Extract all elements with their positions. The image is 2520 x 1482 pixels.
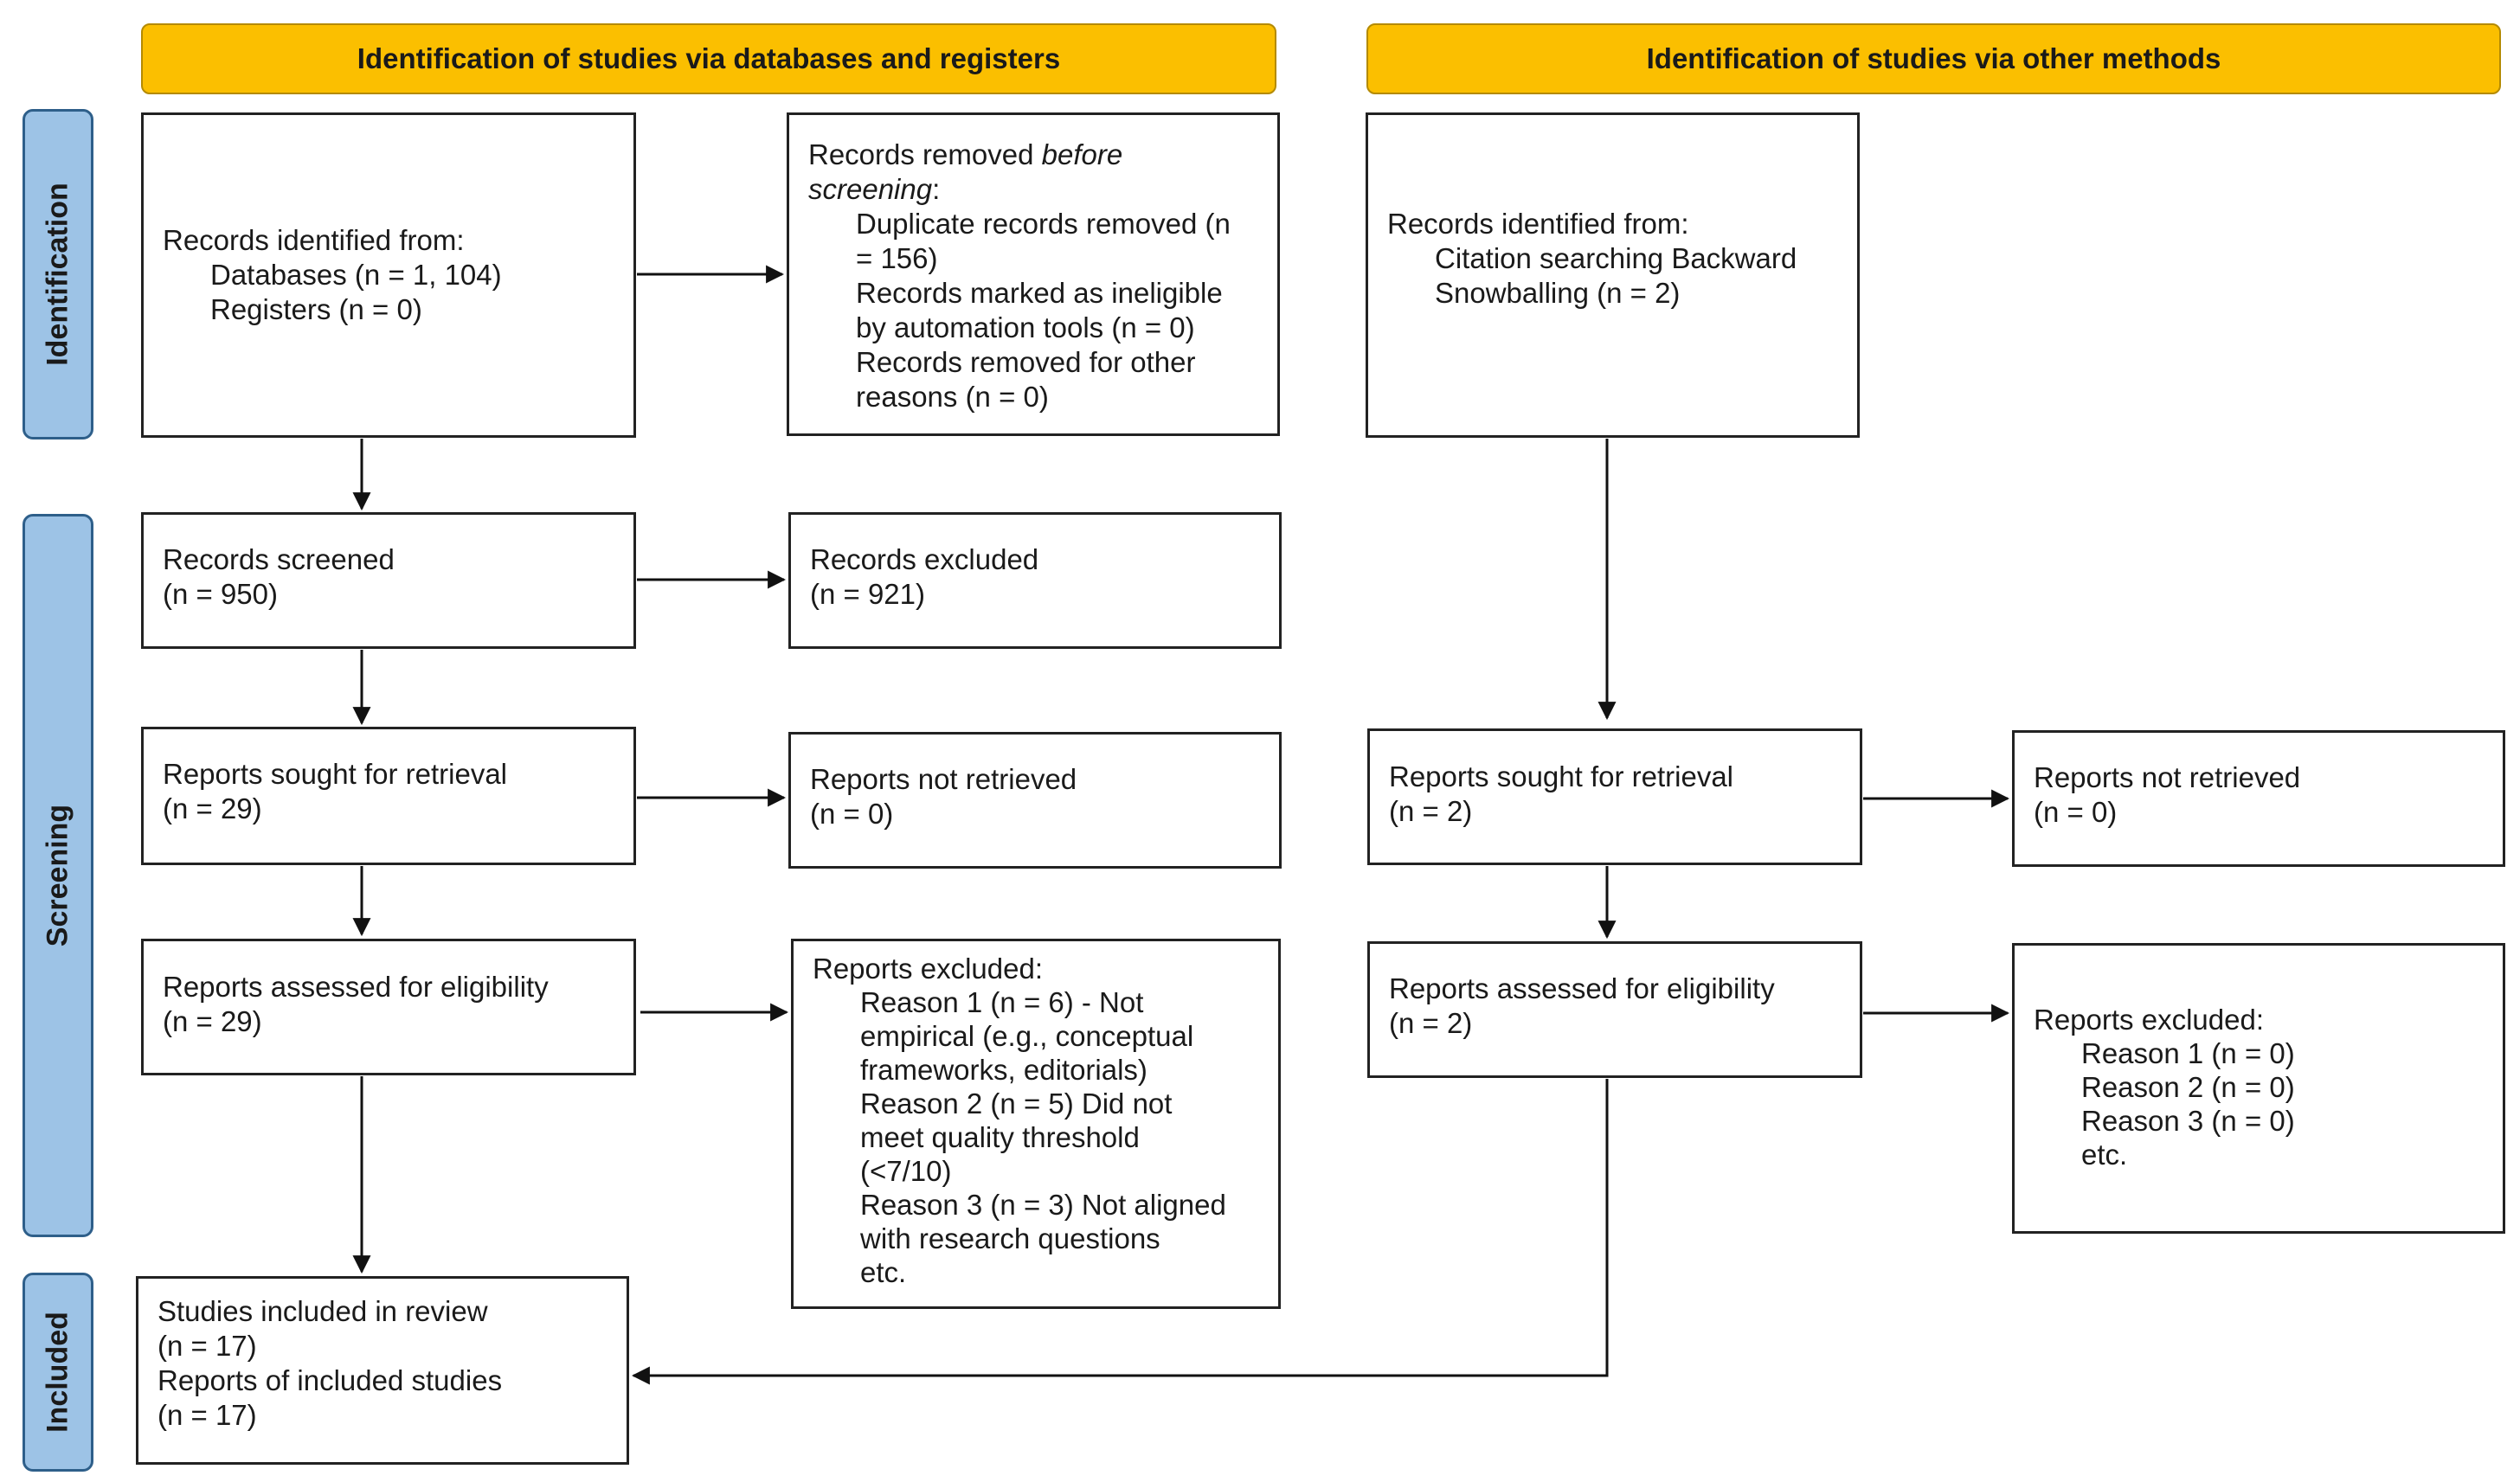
db-sought-title: Reports sought for retrieval [163,758,508,790]
other-reports-sought-box: Reports sought for retrieval (n = 2) [1367,728,1862,865]
db-identified-title: Records identified from: [163,224,465,256]
db-reports-excluded-line: Reason 2 (n = 5) Did not [860,1087,1173,1120]
included-line: (n = 17) [158,1330,257,1362]
db-not-retrieved-title: Reports not retrieved [810,763,1077,795]
other-identified-line: Snowballing (n = 2) [1435,277,1681,309]
db-reports-excluded-line: Reason 3 (n = 3) Not aligned [860,1189,1226,1221]
other-sought-title: Reports sought for retrieval [1389,760,1734,792]
other-assessed-title: Reports assessed for eligibility [1389,972,1775,1004]
db-reports-excluded-line: meet quality threshold [860,1121,1140,1153]
phase-screening: Screening [22,514,93,1237]
db-removed-line: by automation tools (n = 0) [856,311,1195,343]
db-reports-excluded-line: empirical (e.g., conceptual [860,1020,1194,1052]
db-removed-line: Records removed for other [856,346,1196,378]
db-removed-line: Duplicate records removed (n [856,208,1231,240]
db-removed-title-line2: screening: [808,172,1258,207]
arrow-other-assessed-to-included [631,1079,1609,1385]
db-records-screened-box: Records screened (n = 950) [141,512,636,649]
phase-included: Included [22,1273,93,1472]
other-identified-title: Records identified from: [1387,208,1689,240]
included-studies-box: Studies included in review (n = 17) Repo… [136,1276,629,1465]
other-records-identified-box: Records identified from: Citation search… [1366,112,1860,438]
db-removed-title: Records removed before [808,138,1258,172]
included-line: Reports of included studies [158,1364,503,1396]
db-reports-not-retrieved-box: Reports not retrieved (n = 0) [788,732,1282,869]
db-removed-title-d: : [932,173,941,205]
db-reports-sought-box: Reports sought for retrieval (n = 29) [141,727,636,865]
db-identified-line: Databases (n = 1, 104) [210,259,502,291]
db-reports-excluded-line: Reason 1 (n = 6) - Not [860,986,1144,1018]
included-line: (n = 17) [158,1399,257,1431]
db-identified-line: Registers (n = 0) [210,293,422,325]
header-databases-registers: Identification of studies via databases … [141,23,1276,94]
db-removed-line: Records marked as ineligible [856,277,1223,309]
db-removed-line: reasons (n = 0) [856,381,1049,413]
included-line: Studies included in review [158,1295,488,1327]
db-sought-n: (n = 29) [163,792,262,824]
db-reports-excluded-line: frameworks, editorials) [860,1054,1148,1086]
db-removed-title-b: before [1041,138,1123,170]
db-records-removed-box: Records removed before screening: Duplic… [787,112,1280,436]
other-sought-n: (n = 2) [1389,795,1473,827]
db-excluded-title: Records excluded [810,543,1039,575]
other-reports-excluded-line: Reason 1 (n = 0) [2081,1037,2295,1069]
db-reports-excluded-title: Reports excluded: [813,953,1043,985]
other-identified-line: Citation searching Backward [1435,242,1797,274]
db-reports-excluded-box: Reports excluded: Reason 1 (n = 6) - Not… [791,939,1281,1309]
other-assessed-n: (n = 2) [1389,1007,1473,1039]
other-not-retrieved-n: (n = 0) [2034,796,2118,828]
other-reports-excluded-title: Reports excluded: [2034,1004,2264,1036]
other-not-retrieved-title: Reports not retrieved [2034,761,2301,793]
other-reports-excluded-line: Reason 2 (n = 0) [2081,1071,2295,1103]
db-records-excluded-box: Records excluded (n = 921) [788,512,1282,649]
db-assessed-title: Reports assessed for eligibility [163,971,549,1003]
db-excluded-n: (n = 921) [810,578,925,610]
db-reports-excluded-line: (<7/10) [860,1155,952,1187]
other-reports-assessed-box: Reports assessed for eligibility (n = 2) [1367,941,1862,1078]
db-reports-excluded-line: etc. [860,1256,907,1288]
db-removed-line: = 156) [856,242,938,274]
other-reports-excluded-line: Reason 3 (n = 0) [2081,1105,2295,1137]
other-reports-excluded-line: etc. [2081,1139,2128,1171]
db-assessed-n: (n = 29) [163,1005,262,1037]
other-reports-excluded-box: Reports excluded: Reason 1 (n = 0) Reaso… [2012,943,2505,1234]
phase-identification: Identification [22,109,93,439]
db-removed-title-a: Records removed [808,138,1042,170]
header-other-methods: Identification of studies via other meth… [1366,23,2501,94]
db-screened-n: (n = 950) [163,578,278,610]
db-reports-excluded-line: with research questions [860,1222,1160,1254]
db-reports-assessed-box: Reports assessed for eligibility (n = 29… [141,939,636,1075]
db-not-retrieved-n: (n = 0) [810,798,894,830]
db-records-identified-box: Records identified from: Databases (n = … [141,112,636,438]
other-reports-not-retrieved-box: Reports not retrieved (n = 0) [2012,730,2505,867]
db-screened-title: Records screened [163,543,395,575]
db-removed-title-c: screening [808,173,933,205]
